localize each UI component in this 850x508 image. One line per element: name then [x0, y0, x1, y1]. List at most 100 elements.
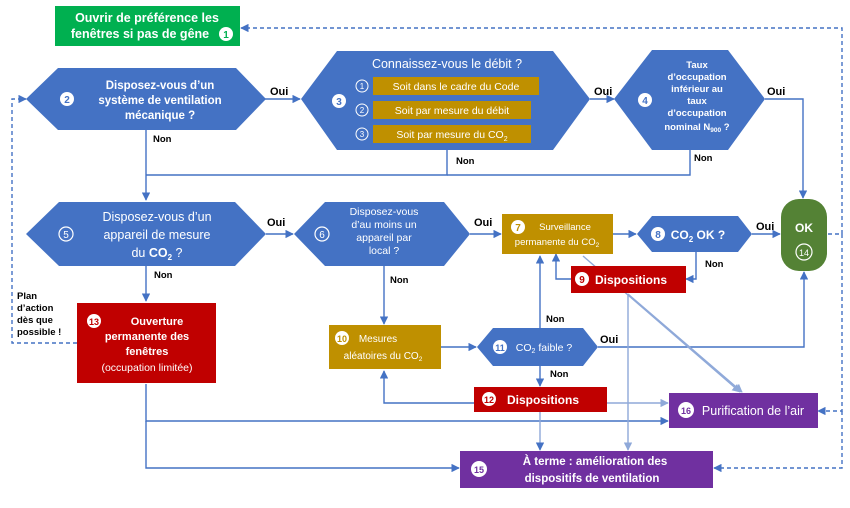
node-3-option-2: 2 Soit par mesure du débit [355, 101, 531, 119]
svg-text:Disposez-vous d’un: Disposez-vous d’un [102, 210, 211, 224]
node-2: 2 Disposez-vous d’un système de ventilat… [26, 68, 266, 130]
edge-13-2-dashed [11, 94, 77, 344]
edge-right-1-dashed [240, 23, 843, 235]
svg-text:dispositifs de ventilation: dispositifs de ventilation [525, 473, 660, 485]
label-oui-6: Oui [474, 217, 492, 229]
node-4: 4 Taux d’occupation inférieur au taux d’… [614, 50, 765, 150]
svg-text:2: 2 [64, 95, 70, 106]
label-oui-5: Oui [267, 217, 285, 229]
label-non-3: Non [456, 156, 475, 167]
edge-11-14 [598, 271, 809, 348]
svg-text:10: 10 [337, 334, 347, 344]
svg-text:permanente du CO2: permanente du CO2 [515, 237, 600, 249]
svg-text:13: 13 [89, 317, 99, 327]
svg-text:taux: taux [687, 96, 707, 107]
svg-text:aléatoires du CO2: aléatoires du CO2 [344, 351, 423, 363]
svg-text:16: 16 [681, 406, 691, 416]
svg-text:système de ventilation: système de ventilation [98, 95, 221, 107]
svg-text:11: 11 [495, 343, 505, 353]
svg-text:4: 4 [642, 96, 648, 107]
svg-text:6: 6 [319, 230, 325, 241]
svg-text:permanente des: permanente des [105, 331, 189, 343]
svg-text:Purification de l’air: Purification de l’air [702, 404, 804, 418]
svg-text:dès que: dès que [17, 315, 53, 326]
node-16: 16 Purification de l’air [669, 393, 818, 428]
node-9: 9 Dispositions [571, 266, 686, 293]
node-7: 7 Surveillance permanente du CO2 [502, 214, 613, 254]
svg-text:appareil de mesure: appareil de mesure [103, 228, 210, 242]
svg-text:Taux: Taux [686, 60, 708, 71]
svg-text:Connaissez-vous le débit ?: Connaissez-vous le débit ? [372, 57, 522, 71]
node-13: 13 Ouverture permanente des fenêtres (oc… [77, 303, 216, 383]
svg-text:5: 5 [63, 230, 69, 241]
svg-text:appareil par: appareil par [356, 232, 412, 244]
edge-4-non [447, 150, 691, 176]
node-12: 12 Dispositions [474, 387, 607, 412]
edge-labels: Oui Oui Oui Non Non Non Oui Oui Oui Non … [17, 86, 785, 380]
connectors [11, 23, 843, 473]
svg-text:Soit dans le cadre du Code: Soit dans le cadre du Code [393, 81, 520, 93]
svg-text:OK: OK [795, 221, 813, 235]
svg-text:3: 3 [360, 130, 365, 139]
svg-text:3: 3 [336, 97, 342, 108]
svg-text:15: 15 [474, 465, 484, 475]
svg-text:À terme : amélioration des: À terme : amélioration des [523, 455, 667, 468]
svg-text:d’au moins un: d’au moins un [351, 219, 417, 231]
svg-text:9: 9 [579, 275, 585, 286]
svg-text:d’occupation: d’occupation [667, 108, 726, 119]
svg-text:12: 12 [484, 395, 494, 405]
node-3-option-1: 1 Soit dans le cadre du Code [355, 77, 539, 95]
edge-9-16 [627, 293, 743, 393]
svg-text:Plan: Plan [17, 291, 37, 302]
svg-text:d’action: d’action [17, 303, 54, 314]
svg-text:Dispositions: Dispositions [507, 393, 579, 407]
edge-12-10 [379, 370, 474, 404]
edge-13-15 [145, 421, 460, 473]
label-non-6: Non [390, 275, 409, 286]
svg-text:d’occupation: d’occupation [667, 72, 726, 83]
plan-action-label: Plan d’action dès que possible ! [17, 291, 61, 338]
svg-text:1: 1 [223, 30, 229, 41]
svg-text:du CO2 ?: du CO2 ? [131, 246, 182, 262]
edge-3-non [146, 150, 448, 176]
node-14: OK 14 [781, 199, 827, 271]
svg-text:local ?: local ? [369, 245, 400, 257]
label-oui-3: Oui [594, 86, 612, 98]
svg-text:14: 14 [799, 248, 809, 258]
edge-8-9 [685, 252, 697, 284]
svg-text:8: 8 [655, 230, 661, 241]
edge-4-14 [765, 98, 808, 199]
node-3: Connaissez-vous le débit ? 3 1 Soit dans… [301, 51, 590, 150]
label-oui-4: Oui [767, 86, 785, 98]
label-non-8: Non [705, 259, 724, 270]
svg-text:mécanique ?: mécanique ? [125, 110, 195, 122]
label-oui-8: Oui [756, 221, 774, 233]
label-non-11-up: Non [546, 314, 565, 325]
svg-text:2: 2 [360, 106, 365, 115]
node-15: 15 À terme : amélioration des dispositif… [460, 451, 713, 488]
svg-text:Surveillance: Surveillance [539, 222, 591, 233]
node-8: 8 CO2 OK ? [637, 216, 752, 252]
svg-text:nominal N900 ?: nominal N900 ? [664, 122, 729, 134]
svg-text:Disposez-vous: Disposez-vous [350, 206, 419, 218]
node-10: 10 Mesures aléatoires du CO2 [329, 325, 441, 369]
svg-text:CO2 faible ?: CO2 faible ? [516, 342, 573, 355]
svg-text:Ouvrir de préférence les: Ouvrir de préférence les [75, 11, 219, 25]
node-5: 5 Disposez-vous d’un appareil de mesure … [26, 202, 266, 266]
svg-text:CO2 OK ?: CO2 OK ? [671, 228, 725, 244]
svg-text:Mesures: Mesures [359, 334, 397, 345]
svg-text:7: 7 [515, 223, 521, 234]
svg-text:Ouverture: Ouverture [131, 316, 184, 328]
svg-text:1: 1 [360, 82, 365, 91]
label-non-5: Non [154, 270, 173, 281]
svg-text:possible !: possible ! [17, 327, 61, 338]
node-11: 11 CO2 faible ? [477, 328, 598, 366]
node-1: Ouvrir de préférence les fenêtres si pas… [55, 6, 240, 46]
svg-text:fenêtres si pas de gêne: fenêtres si pas de gêne [71, 27, 209, 41]
svg-text:Soit par mesure du CO2: Soit par mesure du CO2 [396, 129, 507, 143]
svg-text:Soit par mesure du débit: Soit par mesure du débit [395, 105, 509, 117]
svg-text:Dispositions: Dispositions [595, 273, 667, 287]
edge-9-7 [551, 253, 571, 280]
label-oui-2: Oui [270, 86, 288, 98]
